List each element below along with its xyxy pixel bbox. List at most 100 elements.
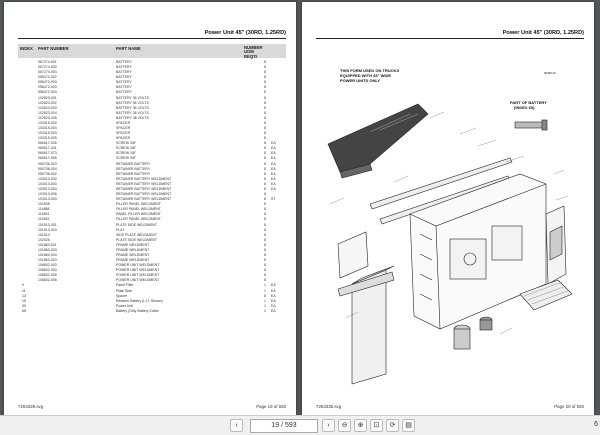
row-part-name: RETAINER BATTERY xyxy=(116,171,151,176)
part-of-battery-label: PART OF BATTERY(INDEX 65) xyxy=(510,100,547,110)
row-uom: EA xyxy=(271,161,276,166)
row-uom: EA xyxy=(271,151,276,156)
row-part-number: 101514 xyxy=(38,232,50,237)
row-number-required: 8 xyxy=(264,212,266,217)
row-part-number: 101863-004 xyxy=(38,252,57,257)
row-part-name: BATTERY xyxy=(116,90,132,95)
row-part-name: Retainer Battery (L.H. Shown) xyxy=(116,298,163,303)
header-part-name: PART NAME xyxy=(116,46,141,51)
row-part-number: 060617-035 xyxy=(38,141,57,146)
row-number-required: 8 xyxy=(264,70,266,75)
battery-cable-part xyxy=(514,119,548,131)
rotate-icon[interactable]: ⟳ xyxy=(386,419,399,432)
right-footer-file: 7264338.svg xyxy=(316,404,342,409)
row-uom: EA xyxy=(271,171,276,176)
header-part-number: PART NUMBER xyxy=(38,46,69,51)
next-page-button[interactable]: › xyxy=(322,419,335,432)
header-index: INDEX xyxy=(20,46,33,51)
row-number-required: 8 xyxy=(264,90,266,95)
row-number-required: 8 xyxy=(264,186,266,191)
row-index: 11 xyxy=(22,288,26,293)
row-part-number: 114688 xyxy=(38,207,50,212)
row-part-number: 106832-003 xyxy=(38,263,57,268)
row-number-required: 8 xyxy=(264,146,266,151)
diagram-code: 06465-01 xyxy=(544,71,556,75)
row-number-required: 1 xyxy=(264,308,266,313)
row-number-required: 8 xyxy=(264,100,266,105)
row-part-number: 050736-002 xyxy=(38,171,57,176)
zoom-out-icon[interactable]: ⊖ xyxy=(338,419,351,432)
row-part-name: RETAINER BATTERY WELDMENT xyxy=(116,186,172,191)
row-number-required: 8 xyxy=(264,278,266,283)
row-part-number: 106832-006 xyxy=(38,278,57,283)
fit-page-icon[interactable]: ⊡ xyxy=(370,419,383,432)
page-left: Power Unit 45" (30RD, 1.25RD) INDEX PART… xyxy=(4,2,296,415)
row-index: 13 xyxy=(22,293,26,298)
row-number-required: 8 xyxy=(264,151,266,156)
row-part-name: BATTERY xyxy=(116,70,132,75)
row-index: 65 xyxy=(22,308,26,313)
row-uom: EA xyxy=(271,146,276,151)
row-part-name: BATTERY xyxy=(116,60,132,64)
row-number-required: 8 xyxy=(264,110,266,115)
row-part-name: Battery (Only Battery Cable xyxy=(116,308,159,313)
left-footer-page: Page 19 of 593 xyxy=(256,404,286,409)
row-part-name: POWER UNIT WELDMENT xyxy=(116,263,160,268)
power-unit-frame xyxy=(409,173,547,330)
row-part-name: SPACER xyxy=(116,136,131,141)
row-part-number: 103315-005 xyxy=(38,136,57,141)
row-uom: EA xyxy=(271,156,276,161)
row-uom: EA xyxy=(271,186,276,191)
prev-page-button[interactable]: ‹ xyxy=(230,419,243,432)
row-part-number: 102026 xyxy=(38,237,50,242)
row-part-name: RETAINER BATTERY xyxy=(116,161,151,166)
row-number-required: 8 xyxy=(264,131,266,136)
row-part-name: FRAME WELDMENT xyxy=(116,258,150,263)
row-index: 15 xyxy=(22,298,26,303)
row-number-required: 8 xyxy=(264,217,266,222)
row-part-number: 060617-041 xyxy=(38,146,57,151)
row-part-number: 101608 xyxy=(38,202,50,207)
zoom-in-icon[interactable]: ⊕ xyxy=(354,419,367,432)
row-number-required: 8 xyxy=(264,202,266,207)
row-part-number: 103315-003 xyxy=(38,126,57,131)
row-part-name: BATTERY 36 VOLTS xyxy=(116,110,149,115)
row-number-required: 8 xyxy=(264,141,266,146)
row-number-required: 8 xyxy=(264,197,266,202)
row-part-number: 050736-003 xyxy=(38,161,57,166)
row-part-name: BATTERY xyxy=(116,85,132,90)
row-part-number: 103315-002 xyxy=(38,120,57,125)
row-part-number: 101513-003 xyxy=(38,227,57,232)
row-number-required: 8 xyxy=(264,161,266,166)
left-footer-file: 7264328.svg xyxy=(18,404,44,409)
page-number-field[interactable]: 19 / 593 xyxy=(250,419,318,433)
row-part-name: SIDE PLATE WELDMENT xyxy=(116,232,157,237)
row-part-name: FILLER PANEL WELDMENT xyxy=(116,217,161,222)
row-part-number: 103013-002 xyxy=(38,176,57,181)
row-part-number: 102823-004 xyxy=(38,110,57,115)
pages-icon[interactable]: ▤ xyxy=(402,419,415,432)
table-row: 102823-004 BATTERY 36 VOLTS 8 xyxy=(18,111,286,116)
right-footer-page: Page 20 of 593 xyxy=(554,404,584,409)
